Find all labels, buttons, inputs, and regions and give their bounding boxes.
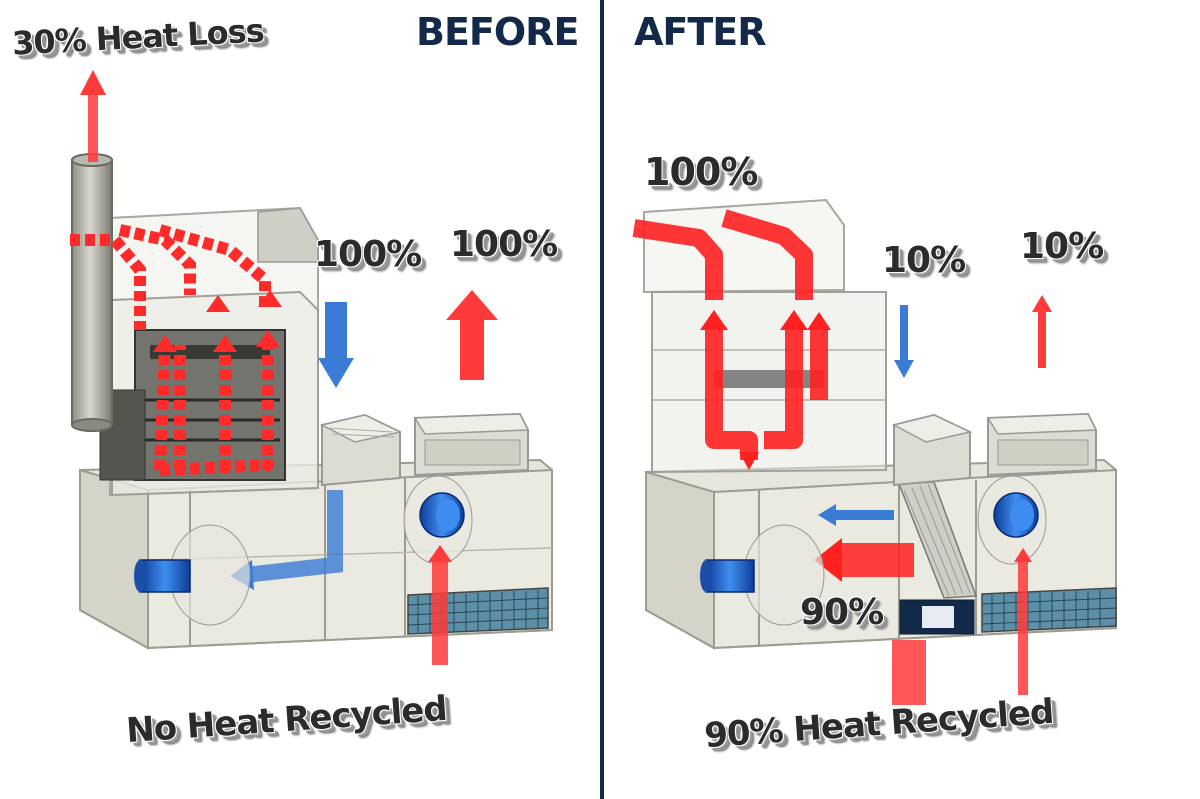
left-fan-motor [700, 524, 825, 626]
fresh-air-intake-arrow [1014, 548, 1032, 695]
before-panel: BEFORE 30% Heat Loss 100% 100% No Heat R… [11, 10, 579, 751]
hot-air-recirculation [632, 209, 828, 460]
recovered-air-intake-bar [892, 640, 926, 705]
before-title: BEFORE [416, 10, 579, 54]
inlet-damper-box [319, 413, 403, 487]
outlet-up-arrow [1032, 295, 1052, 368]
cold-inlet-down-arrow [894, 305, 914, 378]
hot-flow-arrowheads [700, 310, 831, 470]
left-fan-motor [134, 524, 251, 626]
filter-grid [981, 587, 1117, 633]
recovered-percent: 90% [800, 592, 884, 633]
after-inlet-percent: 10% [882, 240, 966, 281]
hot-flow-arrowheads [153, 290, 282, 352]
fresh-air-intake-arrow [428, 545, 452, 665]
right-fan-motor [977, 475, 1047, 565]
after-panel: AFTER 100% 10% 10% 90% 90% Heat Recycled [604, 0, 1200, 799]
filter-grid [407, 587, 549, 635]
after-outlet-percent: 10% [1020, 226, 1104, 267]
exhaust-stack [71, 153, 113, 432]
before-outlet-percent: 100% [450, 224, 558, 265]
cold-inlet-down-arrow [318, 302, 354, 388]
outlet-damper-box [986, 412, 1098, 477]
after-title: AFTER [634, 10, 767, 54]
before-machine-illustration [70, 70, 553, 665]
panel-divider [600, 0, 604, 799]
outlet-damper-box [413, 412, 530, 477]
heat-exchanger [897, 481, 978, 635]
after-machine-illustration [632, 198, 1117, 705]
inlet-damper-box [891, 413, 973, 487]
heat-loss-up-arrow [80, 70, 106, 162]
before-inlet-percent: 100% [314, 234, 422, 275]
after-top-percent: 100% [644, 150, 758, 194]
right-fan-motor [403, 475, 473, 565]
hot-air-recirculation [70, 224, 274, 476]
oven-housing [99, 206, 319, 497]
recycled-heat-flow [814, 504, 914, 582]
hot-outlet-up-arrow [446, 290, 498, 380]
